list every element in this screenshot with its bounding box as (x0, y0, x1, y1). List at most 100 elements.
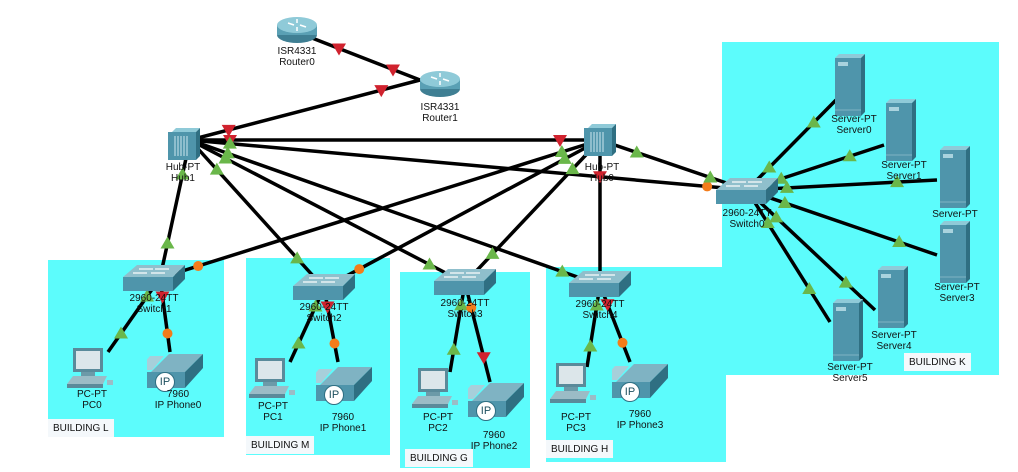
device-pc1[interactable] (249, 358, 297, 398)
device-server1[interactable] (886, 99, 916, 161)
device-name: Server1 (886, 171, 922, 182)
link-status-b-up-icon (806, 115, 821, 128)
device-name: PC2 (428, 423, 448, 434)
device-model: 7960 (482, 430, 506, 441)
zone-label-building-g: BUILDING G (405, 449, 473, 467)
link-switch0-server4[interactable] (745, 188, 877, 312)
link-status-a-up-icon (308, 299, 323, 312)
device-name: Switch3 (447, 309, 483, 320)
device-server4[interactable] (878, 266, 908, 328)
link-hub1-router1[interactable] (189, 78, 421, 142)
link-line (189, 138, 601, 287)
link-hub1-switch0[interactable] (189, 136, 748, 192)
link-switch2-phone1[interactable] (320, 287, 340, 363)
device-model: ISR4331 (420, 102, 460, 113)
device-model: 2960-24TT (129, 293, 179, 304)
link-status-a-up-icon (629, 145, 644, 158)
device-name: IP Phone2 (470, 441, 518, 452)
link-hub1-switch2[interactable] (188, 138, 326, 290)
link-status-b-up-icon (422, 257, 437, 270)
link-hub0-switch3[interactable] (463, 138, 602, 285)
link-status-b-down-icon (553, 135, 567, 147)
link-status-a-up-icon (222, 136, 237, 149)
link-switch3-pc2[interactable] (446, 282, 469, 373)
link-line (463, 282, 492, 383)
device-pc0[interactable] (67, 348, 115, 388)
link-line (746, 188, 938, 257)
link-status-b-pending-icon (354, 264, 365, 275)
device-switch2[interactable] (293, 274, 355, 300)
device-name: Server0 (836, 125, 872, 136)
link-status-b-up-icon (555, 264, 570, 277)
device-pc2[interactable] (412, 368, 460, 408)
link-switch0-server2[interactable] (746, 175, 938, 193)
device-switch4[interactable] (569, 271, 631, 297)
link-status-b-up-icon (892, 235, 907, 248)
link-hub1-switch4[interactable] (189, 138, 601, 287)
link-status-b-up-icon (485, 246, 500, 259)
link-status-b-up-icon (703, 170, 718, 183)
zone-label-building-m: BUILDING M (246, 436, 315, 454)
device-pc3[interactable] (550, 363, 598, 403)
link-line (745, 189, 832, 323)
server-icon (886, 99, 916, 161)
device-model: PC-PT (77, 389, 107, 400)
link-status-a-down-icon (320, 301, 335, 314)
device-server2[interactable] (940, 146, 970, 208)
link-router0-router1[interactable] (311, 36, 421, 82)
link-switch3-phone2[interactable] (463, 282, 492, 383)
link-hub0-switch2[interactable] (323, 138, 601, 290)
link-line (189, 138, 748, 192)
device-router1[interactable] (418, 69, 462, 99)
device-switch0[interactable] (716, 178, 778, 204)
pc-icon (550, 363, 596, 403)
link-status-a-pending-icon (466, 302, 477, 313)
device-name: Hub1 (171, 173, 195, 184)
device-name: Switch0 (729, 219, 765, 230)
link-status-a-down-icon (155, 291, 170, 304)
link-line (311, 36, 421, 82)
device-hub0[interactable] (584, 124, 616, 158)
link-hub1-switch1[interactable] (158, 139, 192, 279)
link-switch2-pc1[interactable] (288, 287, 326, 363)
link-switch0-server3[interactable] (746, 188, 938, 257)
device-model: Server-PT (934, 282, 980, 293)
hub-icon (168, 128, 200, 160)
link-switch4-phone3[interactable] (598, 284, 632, 363)
device-switch1[interactable] (123, 265, 185, 291)
server-icon (878, 266, 908, 328)
device-switch3[interactable] (434, 269, 496, 295)
device-name: Server3 (939, 293, 975, 304)
link-hub0-switch4[interactable] (593, 140, 607, 285)
device-model: 2960-24TT (575, 299, 625, 310)
device-model: Server-PT (831, 114, 877, 125)
device-hub1[interactable] (168, 128, 200, 162)
link-switch4-pc3[interactable] (583, 284, 604, 368)
link-status-b-up-icon (446, 342, 461, 355)
link-switch0-server5[interactable] (745, 189, 832, 323)
link-switch0-server0[interactable] (745, 98, 838, 192)
link-status-b-pending-icon (162, 328, 173, 339)
device-server0[interactable] (835, 54, 865, 116)
device-router0[interactable] (275, 15, 319, 45)
link-status-b-down-icon (374, 85, 389, 98)
link-status-a-up-icon (175, 167, 190, 180)
device-model: Server-PT (827, 362, 873, 373)
link-status-b-pending-icon (617, 337, 628, 348)
device-server3[interactable] (940, 221, 970, 283)
ip-phone-badge: IP (476, 401, 496, 421)
link-hub0-switch0[interactable] (599, 138, 748, 192)
device-model: Server-PT (871, 330, 917, 341)
switch-icon (716, 178, 778, 204)
device-server5[interactable] (833, 299, 863, 361)
